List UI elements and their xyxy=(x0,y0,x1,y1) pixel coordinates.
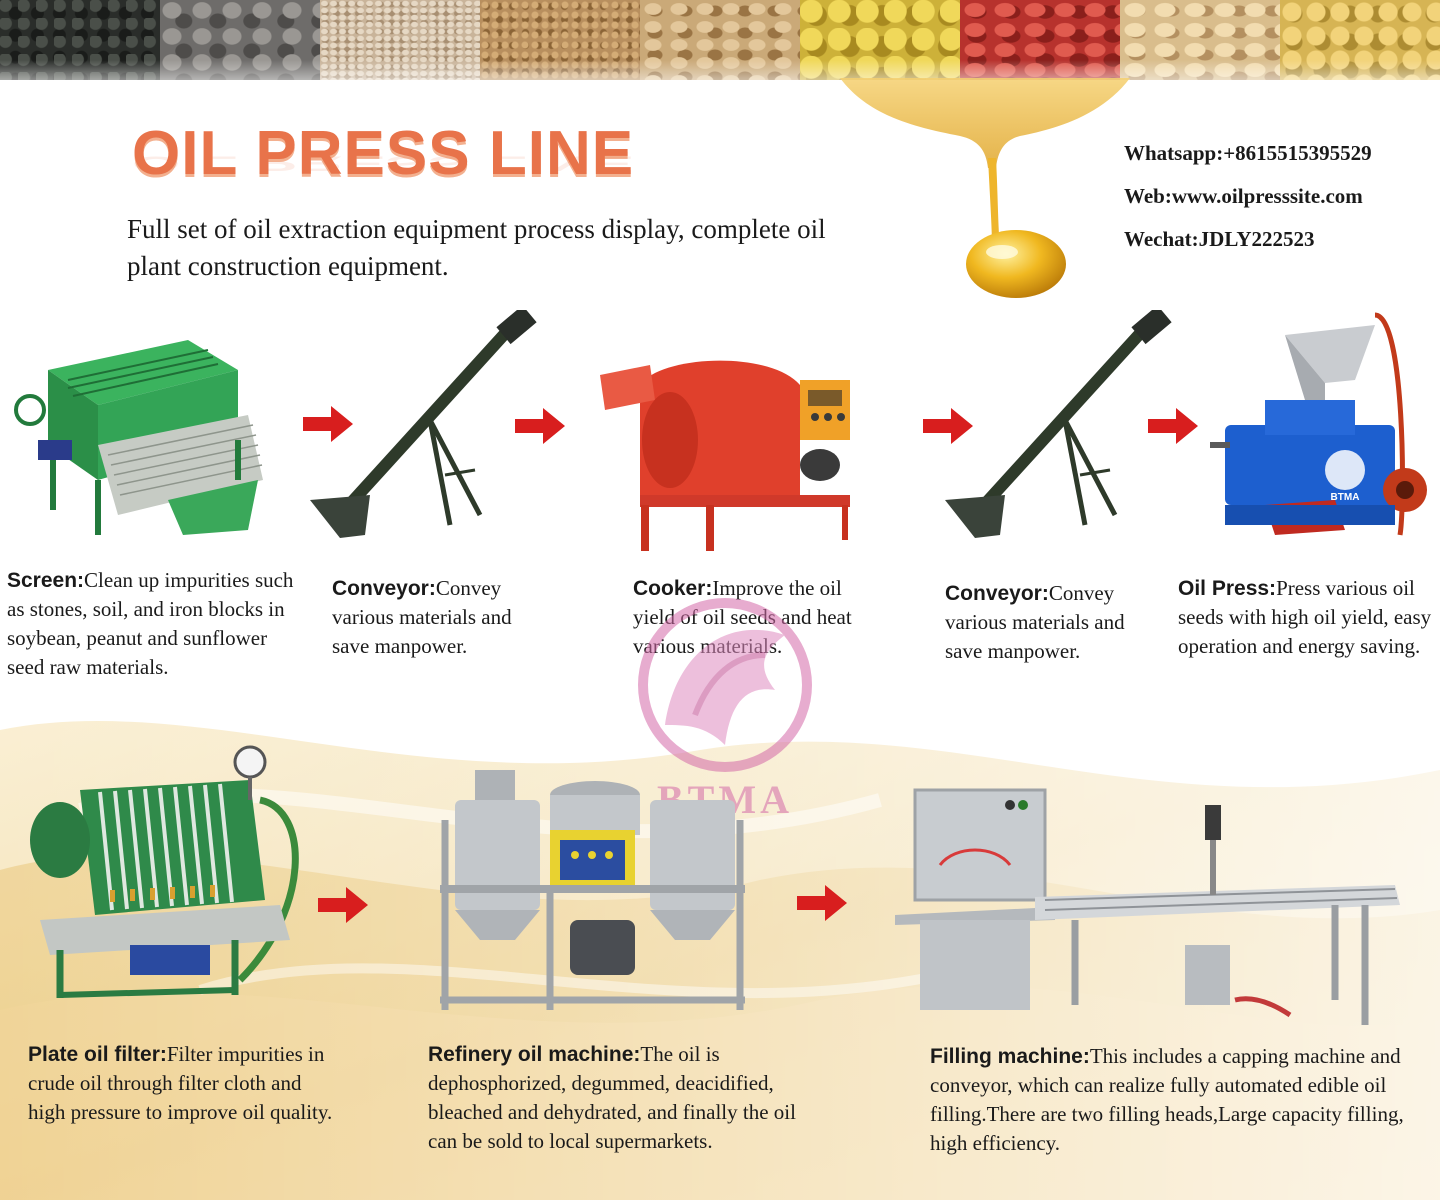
flow-arrow-4 xyxy=(1148,408,1198,444)
step-screen-description: Screen:Clean up impurities such as stone… xyxy=(7,566,307,682)
oil-drop-illustration xyxy=(840,78,1130,298)
oil-press-machine-illustration: BTMA xyxy=(1210,312,1427,536)
step-screen-text: Clean up impurities such as stones, soil… xyxy=(7,568,294,679)
step-filling-name: Filling machine: xyxy=(930,1045,1090,1068)
cooker-machine-illustration xyxy=(600,360,850,551)
step-plate-filter-text: Filter impurities in crude oil through f… xyxy=(28,1042,333,1124)
page-title: OIL PRESS LINE xyxy=(132,119,635,188)
contact-info: Whatsapp:+8615515395529 Web:www.oilpress… xyxy=(1124,138,1372,267)
step-oil-press-text: Press various oil seeds with high oil yi… xyxy=(1178,576,1432,658)
contact-web: Web:www.oilpresssite.com xyxy=(1124,184,1363,208)
step-refinery-description: Refinery oil machine:The oil is dephosph… xyxy=(428,1040,828,1156)
step-conveyor-1-name: Conveyor: xyxy=(332,577,436,600)
brand-watermark-logo: BTMA xyxy=(638,598,812,820)
step-filling-text: This includes a capping machine and conv… xyxy=(930,1044,1404,1155)
flow-arrow-5 xyxy=(318,887,368,923)
page-subtitle: Full set of oil extraction equipment pro… xyxy=(127,214,826,281)
flow-arrow-2 xyxy=(515,408,565,444)
step-cooker-name: Cooker: xyxy=(633,577,713,600)
plate-oil-filter-illustration xyxy=(30,745,299,998)
conveyor-machine-illustration-2 xyxy=(945,310,1172,538)
seed-banner-fade xyxy=(0,60,1440,100)
step-conveyor-1-description: Conveyor:Convey various materials and sa… xyxy=(332,574,547,661)
flow-arrow-3 xyxy=(923,408,973,444)
conveyor-machine-illustration-1 xyxy=(310,310,537,538)
step-conveyor-2-description: Conveyor:Convey various materials and sa… xyxy=(945,579,1145,666)
step-refinery-text: The oil is dephosphorized, degummed, dea… xyxy=(428,1042,796,1153)
press-badge-label: BTMA xyxy=(1331,492,1360,503)
refinery-machine-illustration xyxy=(440,770,745,1010)
flow-arrow-1 xyxy=(303,406,353,442)
contact-whatsapp: Whatsapp:+8615515395529 xyxy=(1124,141,1372,165)
contact-wechat: Wechat:JDLY222523 xyxy=(1124,227,1315,251)
step-filling-description: Filling machine:This includes a capping … xyxy=(930,1042,1410,1158)
flow-arrow-6 xyxy=(797,885,847,921)
step-plate-filter-name: Plate oil filter: xyxy=(28,1043,167,1066)
step-plate-filter-description: Plate oil filter:Filter impurities in cr… xyxy=(28,1040,338,1127)
step-oil-press-description: Oil Press:Press various oil seeds with h… xyxy=(1178,574,1433,661)
step-screen-name: Screen: xyxy=(7,569,85,592)
step-oil-press-name: Oil Press: xyxy=(1178,577,1277,600)
step-conveyor-2-name: Conveyor: xyxy=(945,582,1049,605)
step-conveyor-2-text: Convey various materials and save manpow… xyxy=(945,581,1125,663)
filling-machine-illustration xyxy=(895,788,1400,1025)
step-conveyor-1-text: Convey various materials and save manpow… xyxy=(332,576,512,658)
step-refinery-name: Refinery oil machine: xyxy=(428,1043,641,1066)
screen-machine-illustration xyxy=(14,340,263,535)
